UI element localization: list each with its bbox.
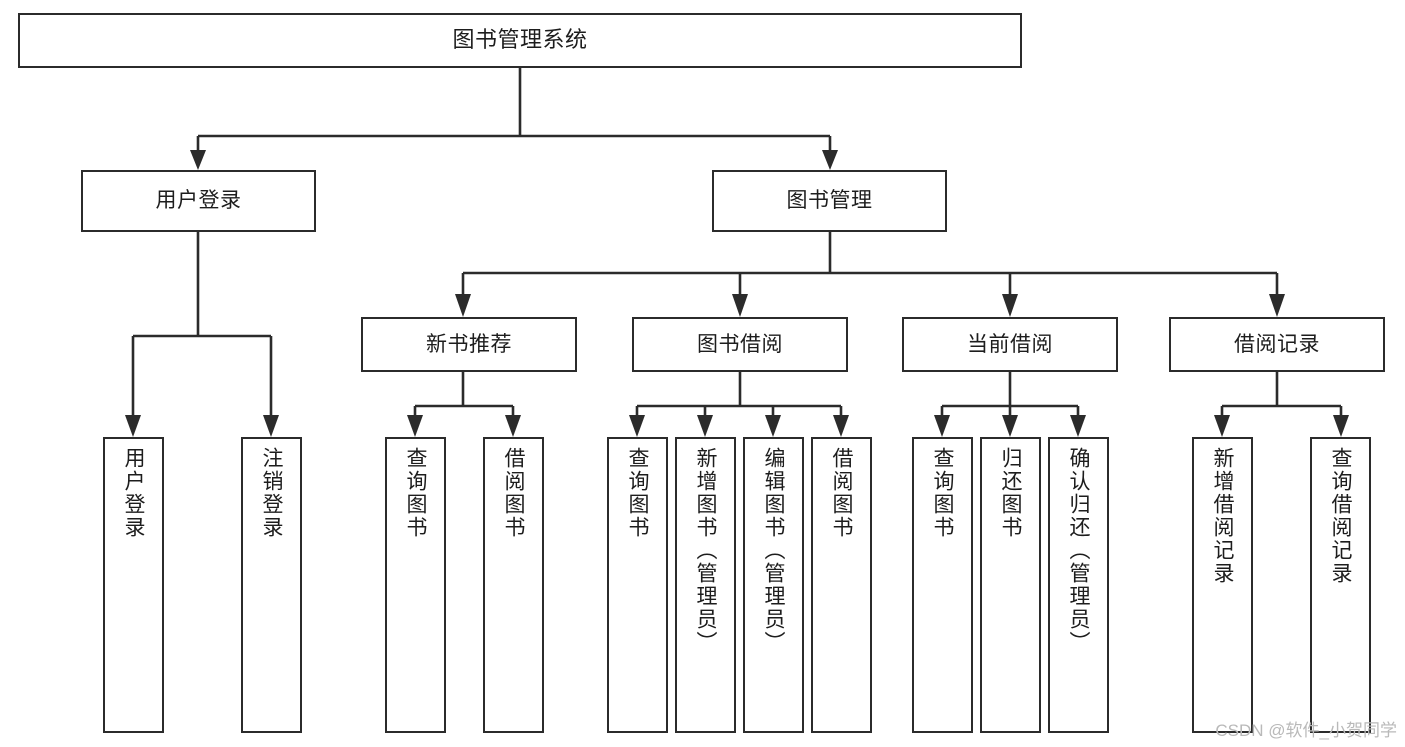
node-label: 查询图书 [626, 447, 649, 539]
node-label: 图书管理 [786, 189, 873, 213]
node-user-login[interactable]: 用户登录 [81, 170, 316, 232]
node-label: 注销登录 [260, 447, 283, 539]
leaf-add-borrow-record[interactable]: 新增借阅记录 [1192, 437, 1253, 733]
leaf-borrow-book[interactable]: 借阅图书 [811, 437, 872, 733]
node-book-borrow[interactable]: 图书借阅 [632, 317, 848, 372]
node-label: 借阅图书 [502, 447, 525, 539]
node-label: 用户登录 [155, 189, 242, 213]
leaf-query-book-current[interactable]: 查询图书 [912, 437, 973, 733]
leaf-borrow-book-recommend[interactable]: 借阅图书 [483, 437, 544, 733]
node-root-book-management-system[interactable]: 图书管理系统 [18, 13, 1022, 68]
leaf-user-login[interactable]: 用户登录 [103, 437, 164, 733]
node-label: 新增图书（管理员） [694, 447, 717, 654]
leaf-return-book[interactable]: 归还图书 [980, 437, 1041, 733]
node-label: 图书借阅 [697, 332, 783, 356]
leaf-query-book-recommend[interactable]: 查询图书 [385, 437, 446, 733]
node-borrow-record[interactable]: 借阅记录 [1169, 317, 1385, 372]
node-label: 查询借阅记录 [1329, 447, 1352, 585]
node-label: 图书管理系统 [452, 27, 588, 53]
node-book-management[interactable]: 图书管理 [712, 170, 947, 232]
leaf-logout[interactable]: 注销登录 [241, 437, 302, 733]
leaf-edit-book-admin[interactable]: 编辑图书（管理员） [743, 437, 804, 733]
leaf-add-book-admin[interactable]: 新增图书（管理员） [675, 437, 736, 733]
node-label: 归还图书 [999, 447, 1022, 539]
node-label: 编辑图书（管理员） [762, 447, 785, 654]
node-current-borrow[interactable]: 当前借阅 [902, 317, 1118, 372]
node-label: 查询图书 [404, 447, 427, 539]
watermark-text: CSDN @软件_小贺同学 [1215, 721, 1397, 740]
leaf-query-borrow-record[interactable]: 查询借阅记录 [1310, 437, 1371, 733]
node-new-book-recommend[interactable]: 新书推荐 [361, 317, 577, 372]
node-label: 确认归还（管理员） [1067, 447, 1090, 654]
node-label: 当前借阅 [967, 332, 1053, 356]
leaf-confirm-return-admin[interactable]: 确认归还（管理员） [1048, 437, 1109, 733]
node-label: 借阅图书 [830, 447, 853, 539]
node-label: 用户登录 [122, 447, 145, 539]
leaf-query-book-borrow[interactable]: 查询图书 [607, 437, 668, 733]
node-label: 借阅记录 [1234, 332, 1320, 356]
node-label: 新增借阅记录 [1211, 447, 1234, 585]
node-label: 查询图书 [931, 447, 954, 539]
node-label: 新书推荐 [426, 332, 512, 356]
